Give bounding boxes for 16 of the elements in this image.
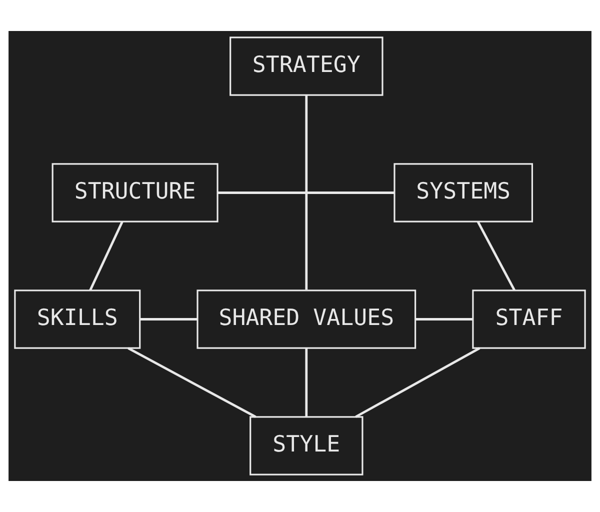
connector <box>89 221 124 291</box>
node-box: SKILLS <box>14 290 141 349</box>
node-box: SYSTEMS <box>394 163 533 222</box>
connector <box>305 348 308 417</box>
connector <box>476 221 516 291</box>
connector <box>128 347 256 418</box>
connector <box>305 95 308 290</box>
node-box: STRATEGY <box>230 36 384 96</box>
node-box: SHARED VALUES <box>196 290 416 349</box>
node-box: STYLE <box>250 416 364 476</box>
node-box: STRUCTURE <box>52 163 218 222</box>
connector <box>140 318 198 320</box>
connector <box>218 192 394 194</box>
connector <box>355 347 480 418</box>
node-box: STAFF <box>472 290 586 349</box>
connector <box>416 318 473 320</box>
